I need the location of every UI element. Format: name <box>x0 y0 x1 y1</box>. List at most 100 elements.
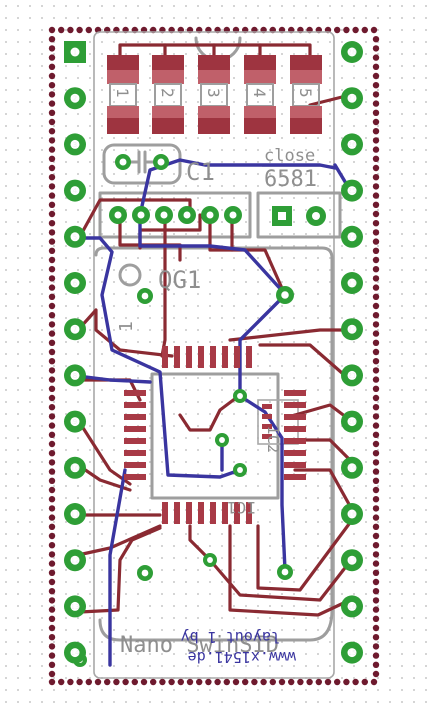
outline-dot <box>48 431 56 438</box>
outline-dot <box>372 422 380 429</box>
pin-number: 16 <box>348 603 357 611</box>
outline-dot <box>372 440 380 448</box>
outline-dot <box>223 678 230 686</box>
outline-dot <box>372 100 380 107</box>
outline-dot <box>372 367 380 374</box>
outline-dot <box>48 82 56 89</box>
outline-dot <box>48 670 56 678</box>
outline-dot <box>372 376 380 383</box>
outline-dot <box>76 678 83 686</box>
pin-right: 16 <box>341 595 363 618</box>
pin-right: 17 <box>341 549 363 572</box>
outline-dot <box>306 678 313 686</box>
switch-label: 2 <box>158 88 177 98</box>
outline-dot <box>196 678 203 686</box>
outline-dot <box>48 330 56 337</box>
outline-dot <box>372 302 380 310</box>
outline-dot <box>168 678 175 686</box>
pin-number: 21 <box>348 372 357 380</box>
switch-label: 1 <box>113 88 132 98</box>
outline-dot <box>48 560 56 567</box>
ic2-soic <box>262 404 272 439</box>
outline-dot <box>372 91 380 98</box>
outline-dot <box>372 210 380 218</box>
outline-dot <box>48 477 56 484</box>
outline-dot <box>48 183 56 190</box>
outline-dot <box>48 569 56 576</box>
vias <box>73 181 361 667</box>
outline-dot <box>48 238 56 245</box>
outline-dot <box>372 569 380 576</box>
outline-dot <box>186 678 194 686</box>
outline-dot <box>372 275 380 282</box>
outline-dot <box>372 385 380 392</box>
pin-number: 24 <box>348 233 357 241</box>
outline-dot <box>372 229 380 236</box>
pin-left: 13 <box>64 595 86 618</box>
switch-label: 5 <box>296 88 315 98</box>
outline-dot <box>372 146 380 153</box>
outline-dot <box>324 678 332 686</box>
pin-number: 4 <box>73 187 78 195</box>
outline-dot <box>48 284 56 291</box>
pin-right: 23 <box>341 272 363 294</box>
switch-position: 2 <box>152 55 184 134</box>
outline-dot <box>205 678 212 686</box>
outline-dot <box>372 201 380 208</box>
outline-dot <box>48 358 56 365</box>
switch-position: 5 <box>290 55 322 134</box>
outline-dot <box>372 523 380 530</box>
outline-dot <box>372 431 380 438</box>
outline-dot <box>372 606 380 613</box>
outline-dot <box>372 615 380 622</box>
outline-dot <box>48 523 56 530</box>
outline-dot <box>48 302 56 310</box>
pin-left: 1 <box>64 41 86 63</box>
pin-left: 3 <box>64 133 86 156</box>
pin-number: 14 <box>71 649 80 657</box>
label-one: 1 <box>116 321 137 332</box>
outline-dot <box>140 678 148 686</box>
pin-number: 23 <box>348 280 357 288</box>
pin-number: 7 <box>73 326 77 334</box>
outline-dot <box>372 450 380 457</box>
outline-dot <box>48 100 56 107</box>
outline-dot <box>48 321 56 328</box>
outline-dot <box>48 210 56 218</box>
pin-left: 8 <box>64 364 86 387</box>
outline-dot <box>48 459 56 466</box>
outline-dot <box>48 597 56 604</box>
outline-dot <box>48 542 56 549</box>
outline-dot <box>372 459 380 466</box>
outline-dot <box>48 422 56 429</box>
outline-dot <box>372 643 380 650</box>
label-c1: C1 <box>186 158 215 186</box>
pin-number: 10 <box>71 464 80 472</box>
outline-dot <box>48 229 56 236</box>
pin-right: 15 <box>341 641 363 664</box>
outline-dot <box>372 174 380 181</box>
pin-number: 28 <box>348 49 357 57</box>
outline-dot <box>48 146 56 153</box>
footer-line1: Nano SwinSID <box>120 633 279 658</box>
outline-dot <box>76 26 83 34</box>
pin-number: 11 <box>71 511 80 519</box>
capacitor-c1 <box>115 154 169 170</box>
outline-dot <box>372 394 380 402</box>
outline-dot <box>372 477 380 484</box>
outline-dot <box>48 404 56 411</box>
pin-number: 8 <box>73 372 77 380</box>
outline-dot <box>372 597 380 604</box>
outline-dot <box>48 275 56 282</box>
outline-dot <box>372 560 380 567</box>
outline-dot <box>48 293 56 300</box>
outline-dot <box>48 440 56 448</box>
outline-dot <box>48 54 56 61</box>
outline-dot <box>48 678 56 686</box>
outline-dot <box>48 91 56 98</box>
pin-right: 27 <box>341 87 363 110</box>
outline-dot <box>48 348 56 356</box>
outline-dot <box>372 404 380 411</box>
outline-dot <box>372 238 380 245</box>
